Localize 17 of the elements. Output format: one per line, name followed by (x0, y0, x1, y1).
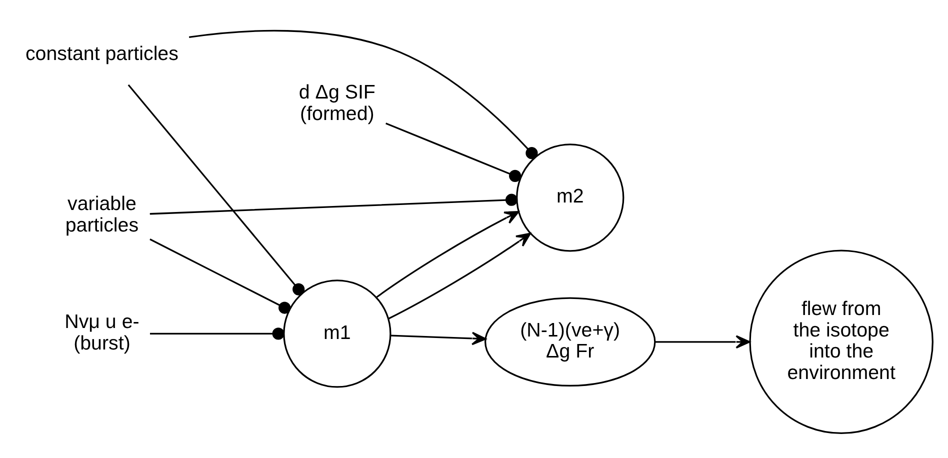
connector (150, 327, 284, 340)
arrow (655, 334, 750, 348)
node-ellipse: (N-1)(ve+γ) Δg Fr (484, 296, 656, 386)
connector (386, 122, 522, 182)
connector (128, 84, 305, 295)
node-circle: m1 (283, 279, 392, 388)
connector (188, 29, 538, 159)
arrow (390, 331, 486, 345)
connector (150, 238, 291, 314)
node-text: Nvμ u e- (burst) (64, 310, 140, 354)
node-circle: flew from the isotope into the environment (749, 249, 934, 434)
arrow (376, 210, 520, 298)
connector (150, 193, 518, 214)
arrow (388, 232, 531, 319)
node-text: d Δg SIF (formed) (298, 81, 376, 124)
node-text: variable particles (65, 192, 139, 236)
node-text: constant particles (25, 42, 178, 65)
